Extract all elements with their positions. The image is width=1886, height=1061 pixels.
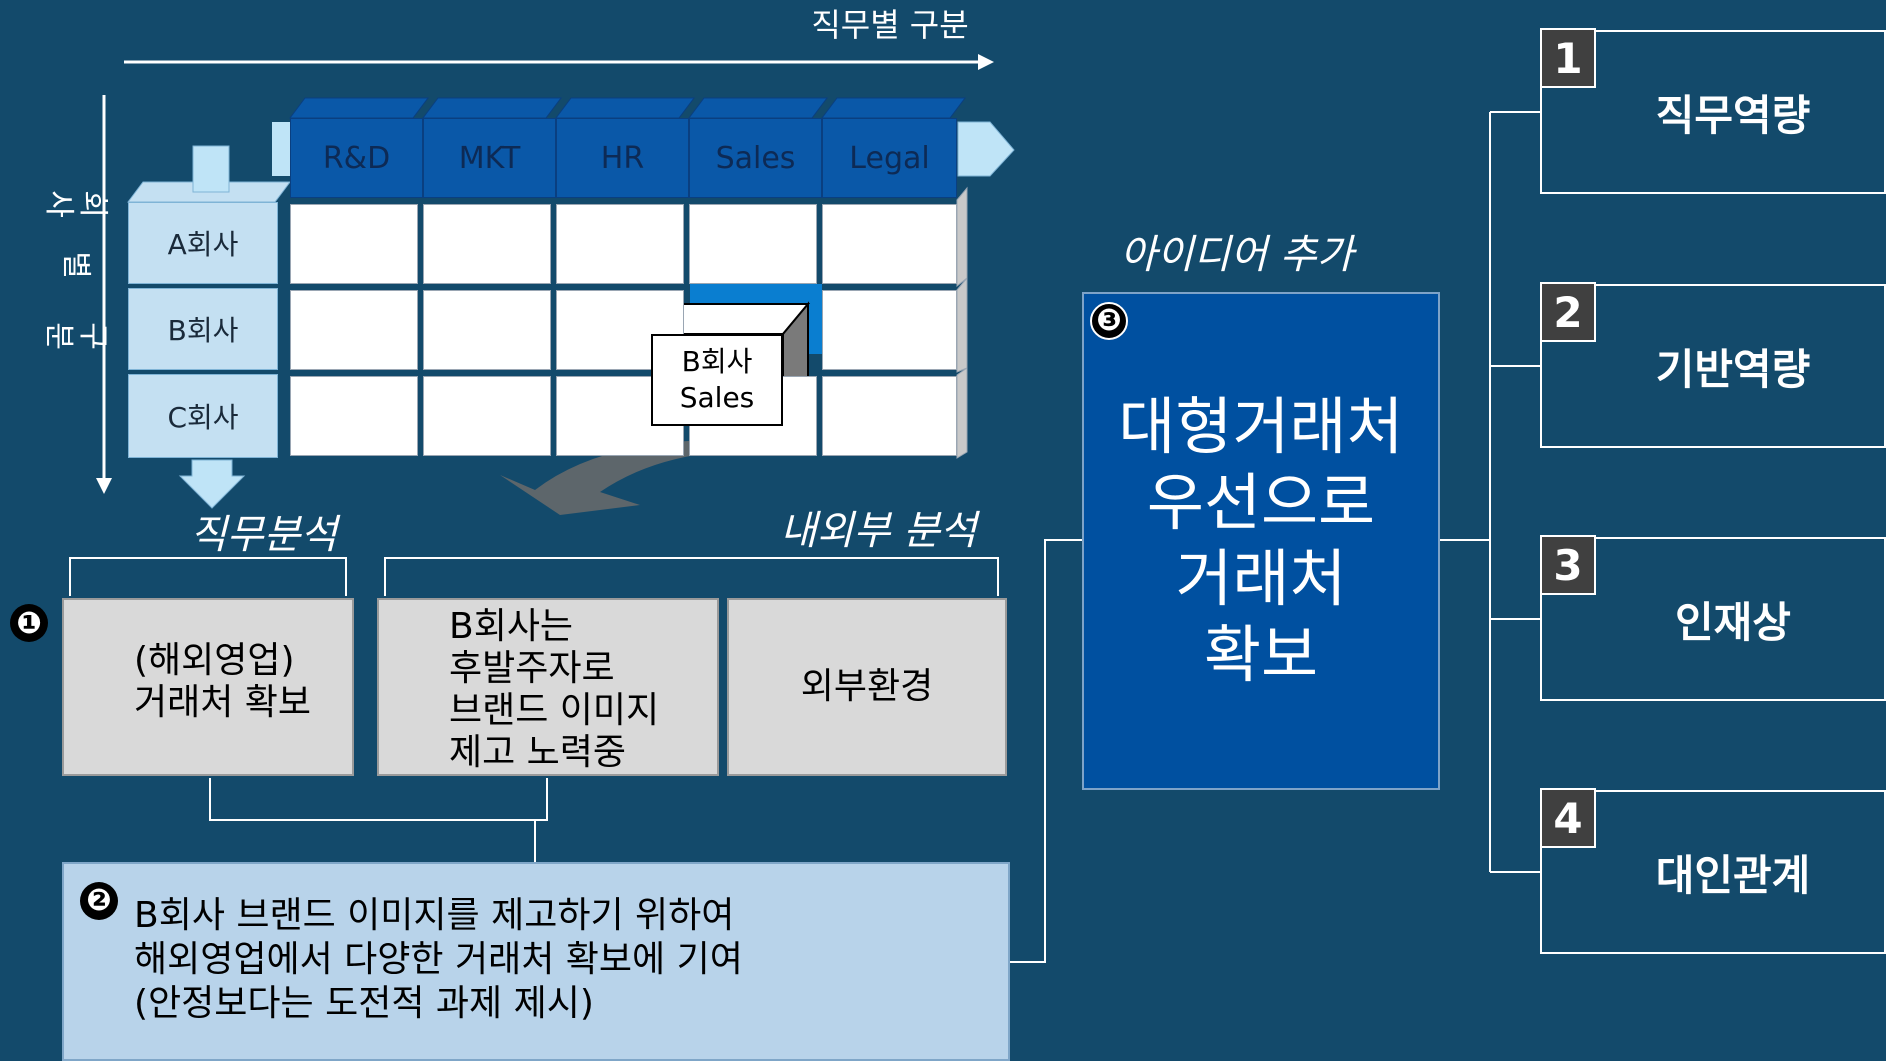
highlight-cube-line2: Sales	[679, 381, 755, 414]
competency-job-label: 직무역량	[1655, 90, 1811, 140]
conclusion-box: ❷ B회사 브랜드 이미지를 제고하기 위하여 해외영업에서 다양한 거래처 확…	[62, 862, 1010, 1061]
internal-line4: 제고 노력중	[449, 732, 627, 773]
idea-box: ❸ 대형거래처 우선으로 거래처 확보	[1082, 292, 1440, 790]
competency-talent: 인재상	[1540, 537, 1886, 701]
internal-external-label: 내외부 분석	[780, 508, 977, 554]
external-environment-box: 외부환경	[727, 598, 1007, 776]
highlight-cube: B회사 Sales	[651, 334, 783, 426]
competency-job: 직무역량	[1540, 30, 1886, 194]
header-rnd: R&D	[290, 118, 423, 198]
job-analysis-label: 직무분석	[190, 512, 338, 558]
conclusion-line3: (안정보다는 도전적 과제 제시)	[134, 983, 594, 1024]
external-label: 외부환경	[800, 666, 934, 707]
competency-number-1: 1	[1540, 28, 1596, 88]
competency-number-2: 2	[1540, 282, 1596, 342]
job-analysis-line1: (해외영업)	[134, 640, 295, 681]
header-legal: Legal	[822, 118, 957, 198]
matrix-cell	[290, 376, 418, 456]
matrix-cell	[290, 290, 418, 370]
idea-line3: 거래처	[1175, 542, 1347, 615]
company-axis-label-part2: 별	[58, 251, 93, 279]
idea-line1: 대형거래처	[1118, 390, 1404, 463]
competency-foundation: 기반역량	[1540, 284, 1886, 448]
competency-talent-label: 인재상	[1675, 597, 1791, 647]
matrix-cell	[822, 204, 957, 284]
internal-analysis-box: B회사는 후발주자로 브랜드 이미지 제고 노력중	[377, 598, 719, 776]
competency-foundation-label: 기반역량	[1655, 344, 1811, 394]
matrix-cell	[423, 204, 551, 284]
company-c: C회사	[128, 374, 278, 458]
number-badge-1: ❶	[10, 604, 48, 642]
company-axis-label-part1: 회사	[41, 190, 110, 218]
matrix-cell	[689, 204, 817, 284]
matrix-cell	[290, 204, 418, 284]
number-badge-2: ❷	[80, 882, 118, 920]
internal-line2: 후발주자로	[449, 648, 615, 689]
competency-relations: 대인관계	[1540, 790, 1886, 954]
competency-number-3: 3	[1540, 535, 1596, 595]
conclusion-line2: 해외영업에서 다양한 거래처 확보에 기여	[134, 939, 743, 980]
matrix-cell	[822, 376, 957, 456]
job-axis-label: 직무별 구분	[811, 6, 969, 44]
idea-add-label: 아이디어 추가	[1120, 232, 1354, 278]
company-a: A회사	[128, 202, 278, 284]
matrix-cell	[556, 204, 684, 284]
company-axis-label: 회사 별 구분	[41, 170, 110, 370]
competency-relations-label: 대인관계	[1655, 850, 1811, 900]
job-analysis-line2: 거래처 확보	[134, 682, 312, 723]
matrix-cell	[423, 376, 551, 456]
matrix-cell	[822, 290, 957, 370]
internal-line1: B회사는	[449, 606, 574, 647]
header-mkt: MKT	[423, 118, 556, 198]
job-analysis-box: (해외영업) 거래처 확보	[62, 598, 354, 776]
header-hr: HR	[556, 118, 689, 198]
idea-line2: 우선으로	[1146, 466, 1376, 539]
company-axis-label-part3: 구분	[41, 322, 110, 350]
number-badge-3: ❸	[1090, 302, 1128, 340]
internal-line3: 브랜드 이미지	[449, 690, 660, 731]
competency-number-4: 4	[1540, 788, 1596, 848]
highlight-cube-line1: B회사	[681, 345, 753, 378]
company-b: B회사	[128, 288, 278, 370]
conclusion-line1: B회사 브랜드 이미지를 제고하기 위하여	[134, 895, 735, 936]
header-sales: Sales	[689, 118, 822, 198]
idea-line4: 확보	[1203, 618, 1319, 691]
matrix-cell	[423, 290, 551, 370]
